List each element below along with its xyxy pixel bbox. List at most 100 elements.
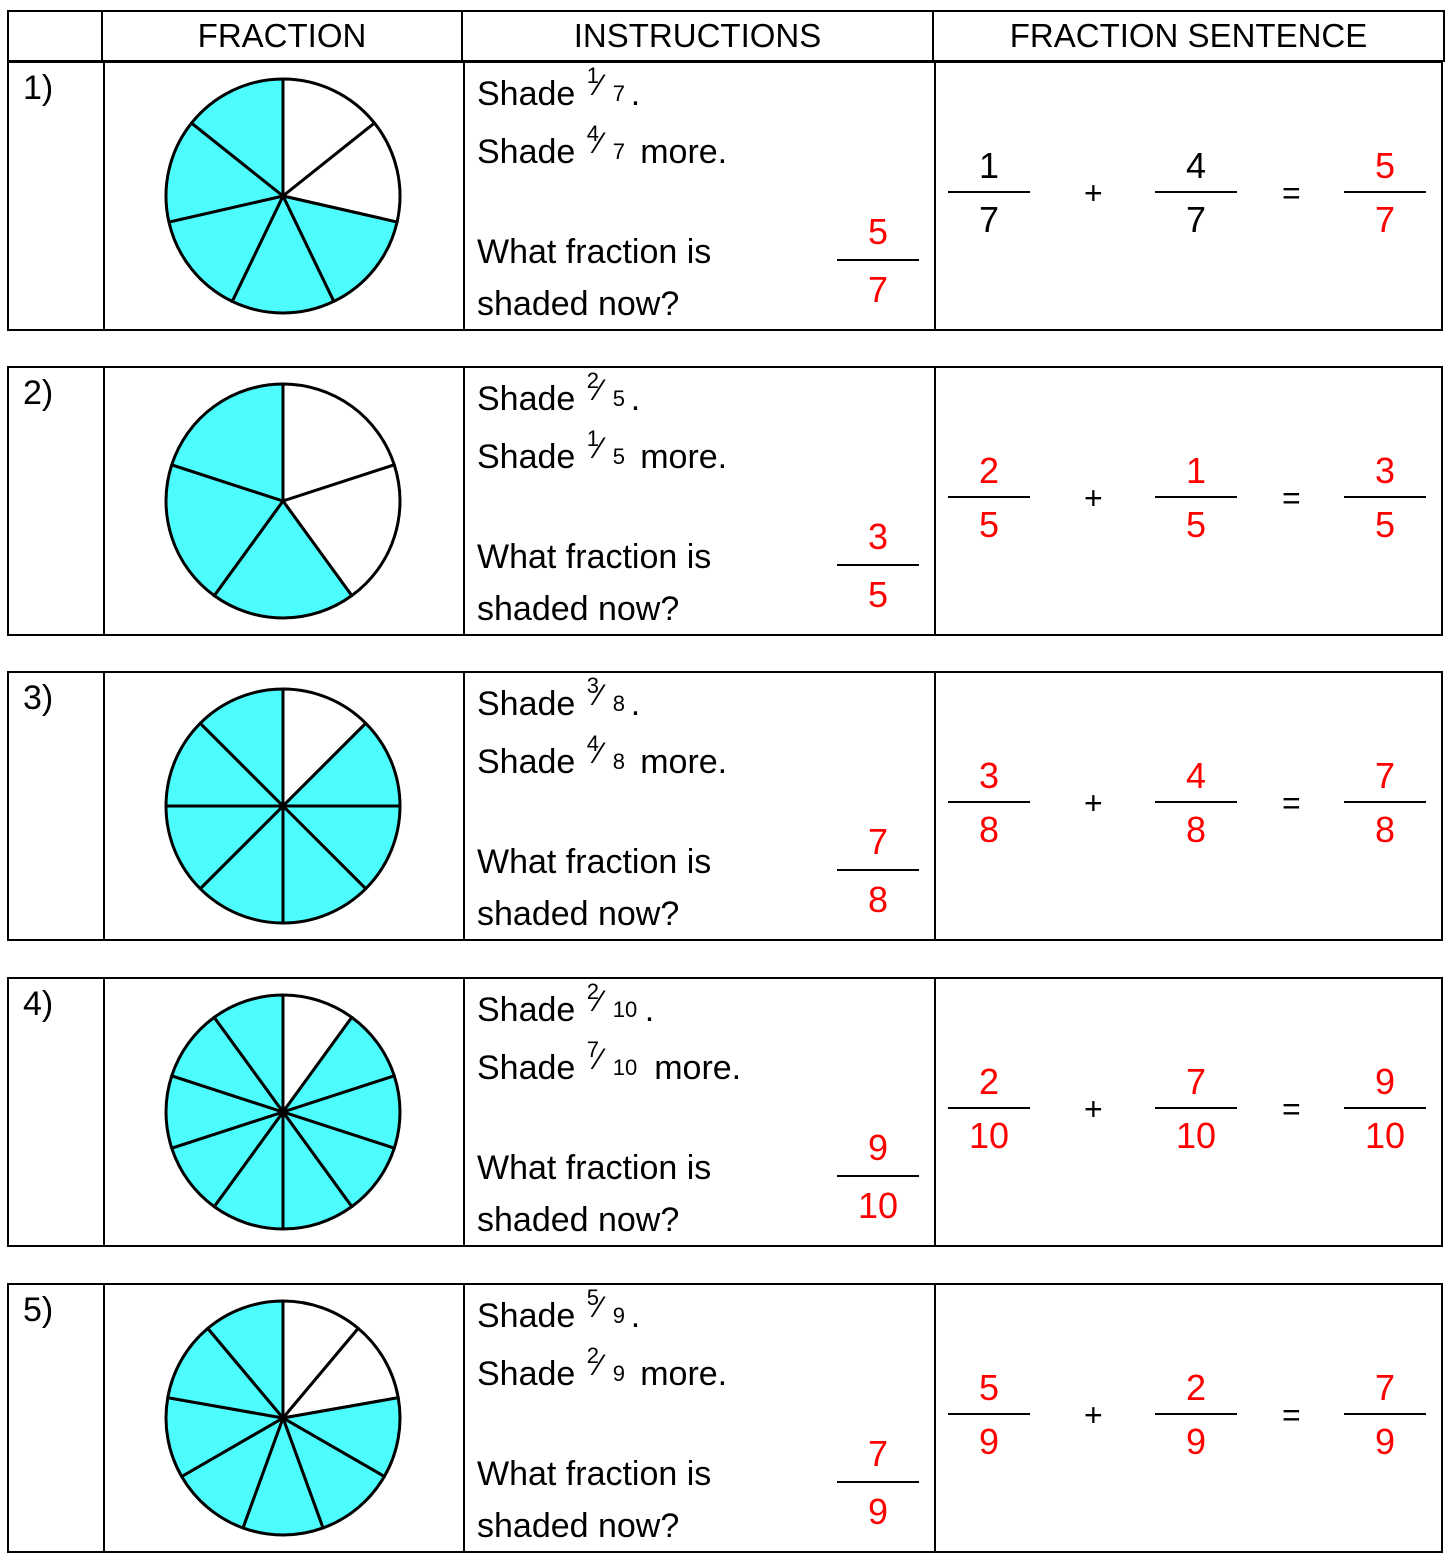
sentence-addend-2-bar [1155, 801, 1237, 803]
sentence-addend-2-denominator: 10 [1175, 1115, 1217, 1156]
unshaded-slice [281, 687, 368, 808]
shade-instruction-suffix: . [630, 75, 641, 113]
shaded-slice [166, 1326, 285, 1420]
problem-4: 4)Shade 2⁄10.Shade 7⁄10 more.What fracti… [7, 977, 1443, 1247]
header-instructions: INSTRUCTIONS [461, 10, 934, 62]
shaded-slice [198, 804, 285, 925]
sentence-sum-denominator: 10 [1364, 1115, 1406, 1156]
shaded-slice [281, 804, 402, 891]
shade-instruction: Shade 2⁄10. [477, 979, 654, 1030]
sentence-addend-2-denominator: 7 [1185, 199, 1207, 240]
equals-sign: = [1282, 480, 1301, 516]
plus-sign: + [1084, 1397, 1103, 1433]
sentence-addend-1-numerator: 5 [978, 1367, 1000, 1408]
sentence-sum-denominator: 8 [1374, 809, 1396, 850]
shade-more-instruction-prefix: Shade [477, 133, 585, 171]
problem-number: 4) [23, 985, 54, 1023]
sentence-addend-2-numerator: 7 [1185, 1061, 1207, 1102]
shade-instruction-slash: ⁄ [596, 1291, 602, 1324]
problem-2: 2)Shade 2⁄5.Shade 1⁄5 more.What fraction… [7, 366, 1443, 636]
sentence-addend-1-denominator: 9 [978, 1421, 1000, 1462]
header-fraction-sentence: FRACTION SENTENCE [932, 10, 1445, 62]
shade-instruction-numerator: 2 [586, 368, 600, 393]
sentence-sum-denominator: 7 [1374, 199, 1396, 240]
sentence-addend-1-numerator: 3 [978, 755, 1000, 796]
problem-3: 3)Shade 3⁄8.Shade 4⁄8 more.What fraction… [7, 671, 1443, 941]
shade-more-instruction-slash: ⁄ [596, 1349, 602, 1382]
sentence-addend-2-denominator: 5 [1185, 504, 1207, 545]
sentence-addend-2-bar [1155, 1413, 1237, 1415]
shade-instruction-inline-fraction: 2⁄5 [585, 368, 631, 411]
answer-fraction-denominator: 10 [857, 1185, 899, 1226]
sentence-addend-1-bar [948, 191, 1030, 193]
fraction-circle [164, 687, 402, 925]
shade-more-instruction-denominator: 7 [612, 139, 626, 164]
fraction-circle [164, 993, 402, 1231]
shaded-slice [164, 463, 285, 598]
shade-more-instruction-denominator: 5 [612, 444, 626, 469]
shaded-slice [180, 1416, 285, 1530]
question-line-2: shaded now? [477, 1507, 680, 1545]
shaded-slice [281, 1396, 402, 1478]
answer-fraction-bar [837, 259, 919, 261]
equals-sign: = [1282, 1091, 1301, 1127]
sentence-addend-1-bar [948, 496, 1030, 498]
answer-fraction-numerator: 7 [867, 821, 889, 862]
answer-fraction-bar [837, 1481, 919, 1483]
shade-instruction-denominator: 8 [612, 691, 626, 716]
problem-number-cell: 2) [9, 368, 105, 634]
sentence-addend-1-numerator: 2 [978, 1061, 1000, 1102]
shade-instruction-inline-fraction: 1⁄7 [585, 63, 631, 106]
shaded-slice [190, 77, 285, 198]
shade-more-instruction-numerator: 4 [586, 121, 600, 146]
shade-more-instruction: Shade 4⁄7 more. [477, 121, 727, 172]
shade-more-instruction-numerator: 2 [586, 1343, 600, 1368]
fraction-circle-cell [103, 368, 465, 634]
question-line-2: shaded now? [477, 590, 680, 628]
fraction-circle-cell [103, 1285, 465, 1551]
shade-instruction-prefix: Shade [477, 75, 585, 113]
sentence-addend-1-denominator: 8 [978, 809, 1000, 850]
header-row: FRACTION INSTRUCTIONS FRACTION SENTENCE [7, 10, 1445, 62]
answer-fraction-bar [837, 1175, 919, 1177]
sentence-addend-2-bar [1155, 1107, 1237, 1109]
shade-instruction: Shade 3⁄8. [477, 673, 640, 724]
plus-sign: + [1084, 480, 1103, 516]
sentence-sum-bar [1344, 496, 1426, 498]
shade-instruction-denominator: 5 [612, 386, 626, 411]
problem-number: 1) [23, 69, 54, 107]
shade-instruction-slash: ⁄ [596, 679, 602, 712]
answer-fraction-denominator: 9 [867, 1491, 889, 1532]
shade-more-instruction-numerator: 7 [586, 1037, 600, 1062]
shade-instruction-prefix: Shade [477, 380, 585, 418]
shade-more-instruction-prefix: Shade [477, 1355, 585, 1393]
answer-fraction-numerator: 5 [867, 211, 889, 252]
plus-sign: + [1084, 1091, 1103, 1127]
shaded-slice [281, 804, 368, 925]
shade-instruction-suffix: . [630, 380, 641, 418]
shade-more-instruction-inline-fraction: 2⁄9 [585, 1343, 631, 1386]
shade-instruction-prefix: Shade [477, 685, 585, 723]
sentence-sum-numerator: 7 [1374, 1367, 1396, 1408]
shade-more-instruction-numerator: 1 [586, 426, 600, 451]
header-fraction: FRACTION [101, 10, 463, 62]
shaded-slice [212, 993, 285, 1114]
instructions-cell: Shade 3⁄8.Shade 4⁄8 more.What fraction i… [463, 673, 936, 939]
unshaded-slice [281, 77, 376, 198]
shade-more-instruction-suffix: more. [644, 1049, 742, 1087]
shaded-slice [170, 382, 285, 503]
shaded-slice [164, 1396, 285, 1478]
shade-more-instruction: Shade 7⁄10 more. [477, 1037, 742, 1088]
sentence-sum-bar [1344, 191, 1426, 193]
